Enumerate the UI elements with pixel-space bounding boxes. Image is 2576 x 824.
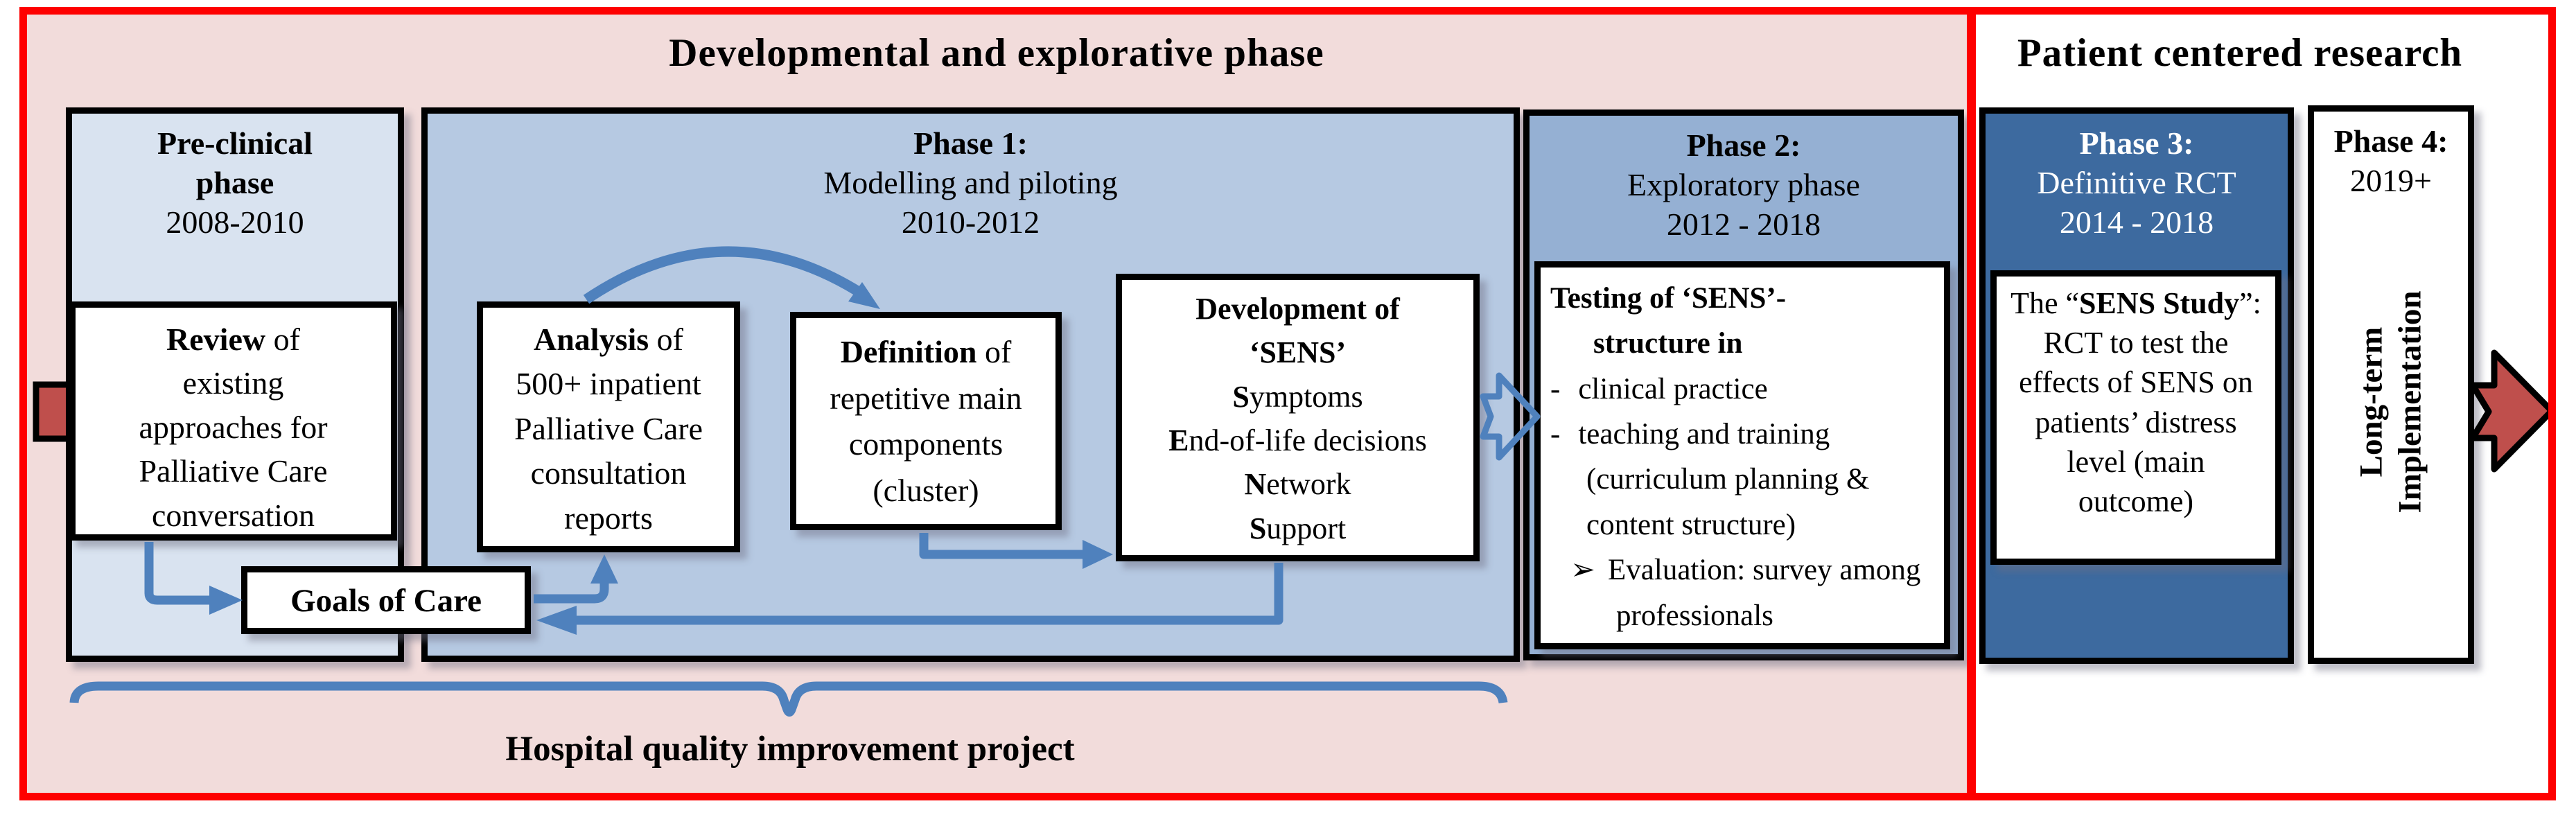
hospital-project-label: Hospital quality improvement project — [505, 730, 1075, 769]
vertical-label-line1: Long-term — [2353, 326, 2390, 477]
testing-item2-text: teaching and training (curriculum planni… — [1578, 418, 1870, 541]
testing-item-clinical: -clinical practice — [1550, 367, 1934, 412]
phase2-subtitle: Exploratory phase — [1627, 167, 1860, 203]
sens-item-endoflife: End-of-life decisions — [1129, 419, 1466, 462]
phase4-years: 2019+ — [2350, 163, 2432, 199]
arrow-bullet-icon: ➢ — [1570, 554, 1596, 587]
long-term-implementation-label: Long-term Implementation — [2352, 290, 2430, 513]
phase3-years: 2014 - 2018 — [2059, 204, 2214, 240]
goals-label: Goals of Care — [290, 583, 482, 619]
goals-of-care-box: Goals of Care — [241, 566, 531, 634]
preclinical-title-line1: Pre-clinical — [157, 125, 313, 161]
sens-item-support: Support — [1129, 507, 1466, 550]
review-text: of existing approaches for Palliative Ca… — [139, 322, 328, 533]
study-post: ”: — [2239, 286, 2261, 320]
development-box: Development of ‘SENS’ Symptoms End-of-li… — [1116, 274, 1480, 561]
dash-bullet-icon: - — [1550, 418, 1561, 451]
phase1-title: Phase 1: — [913, 125, 1028, 161]
section-divider-red-line — [1967, 7, 1976, 800]
testing-item1-text: clinical practice — [1578, 372, 1768, 405]
phase1-years: 2010-2012 — [901, 204, 1040, 240]
sens-rest-s1: ymptoms — [1249, 379, 1363, 414]
analysis-text: of 500+ inpatient Palliative Care consul… — [514, 322, 703, 536]
phase2-title: Phase 2: — [1686, 128, 1801, 163]
phase4-header: Phase 4: 2019+ — [2314, 112, 2468, 200]
vertical-label-line2: Implementation — [2392, 290, 2428, 514]
development-title-line2: ‘SENS’ — [1249, 335, 1347, 370]
testing-item-evaluation: ➢ Evaluation: survey among professionals — [1550, 547, 1934, 638]
phase1-subtitle: Modelling and piloting — [823, 165, 1118, 201]
right-section-title: Patient centered research — [2017, 31, 2463, 75]
sens-item-network: Network — [1129, 462, 1466, 506]
phase4-title: Phase 4: — [2333, 123, 2448, 159]
dash-bullet-icon: - — [1550, 372, 1561, 405]
left-section-title: Developmental and explorative phase — [669, 31, 1324, 75]
study-pre: The “ — [2010, 286, 2080, 320]
sens-initial-s1: S — [1232, 379, 1250, 414]
definition-lead: Definition — [840, 334, 977, 369]
sens-rest-n: etwork — [1266, 467, 1351, 502]
testing-title-line1: Testing of ‘SENS’- — [1550, 282, 1787, 315]
testing-title-line2: structure in — [1593, 327, 1743, 360]
definition-text: of repetitive main components (cluster) — [830, 334, 1022, 509]
review-lead: Review — [166, 322, 266, 357]
evaluation-text: Evaluation: survey among professionals — [1608, 554, 1921, 632]
red-arrow-right-icon — [2469, 349, 2555, 473]
sens-initial-s2: S — [1249, 511, 1267, 545]
sens-rest-s2: upport — [1266, 511, 1347, 545]
development-title-line1: Development of — [1195, 292, 1400, 326]
sens-initial-n: N — [1244, 467, 1267, 502]
study-body: RCT to test the effects of SENS on patie… — [2019, 326, 2253, 518]
analysis-box: Analysis of 500+ inpatient Palliative Ca… — [477, 301, 740, 552]
testing-box: Testing of ‘SENS’- structure in -clinica… — [1534, 261, 1950, 649]
preclinical-title-line2: phase — [195, 165, 274, 201]
preclinical-phase-header: Pre-clinical phase 2008-2010 — [72, 114, 398, 242]
phase2-years: 2012 - 2018 — [1666, 207, 1821, 243]
review-box: Review of existing approaches for Pallia… — [69, 301, 397, 541]
sens-study-box: The “SENS Study”: RCT to test the effect… — [1990, 270, 2281, 565]
phase1-header: Phase 1: Modelling and piloting 2010-201… — [428, 114, 1514, 242]
sens-initial-e: E — [1168, 423, 1189, 458]
phase2-header: Phase 2: Exploratory phase 2012 - 2018 — [1530, 116, 1958, 244]
phase4-vertical-label-area: Long-term Implementation — [2308, 208, 2474, 596]
study-bold: SENS Study — [2079, 286, 2240, 320]
definition-box: Definition of repetitive main components… — [790, 312, 1062, 530]
sens-item-symptoms: Symptoms — [1129, 375, 1466, 419]
analysis-lead: Analysis — [534, 322, 649, 357]
phase3-header: Phase 3: Definitive RCT 2014 - 2018 — [1986, 114, 2288, 242]
testing-item-teaching: -teaching and training (curriculum plann… — [1550, 412, 1934, 547]
phase3-title: Phase 3: — [2079, 125, 2194, 161]
phase3-subtitle: Definitive RCT — [2037, 165, 2236, 201]
preclinical-years: 2008-2010 — [166, 204, 304, 240]
sens-rest-e: nd-of-life decisions — [1189, 423, 1427, 458]
